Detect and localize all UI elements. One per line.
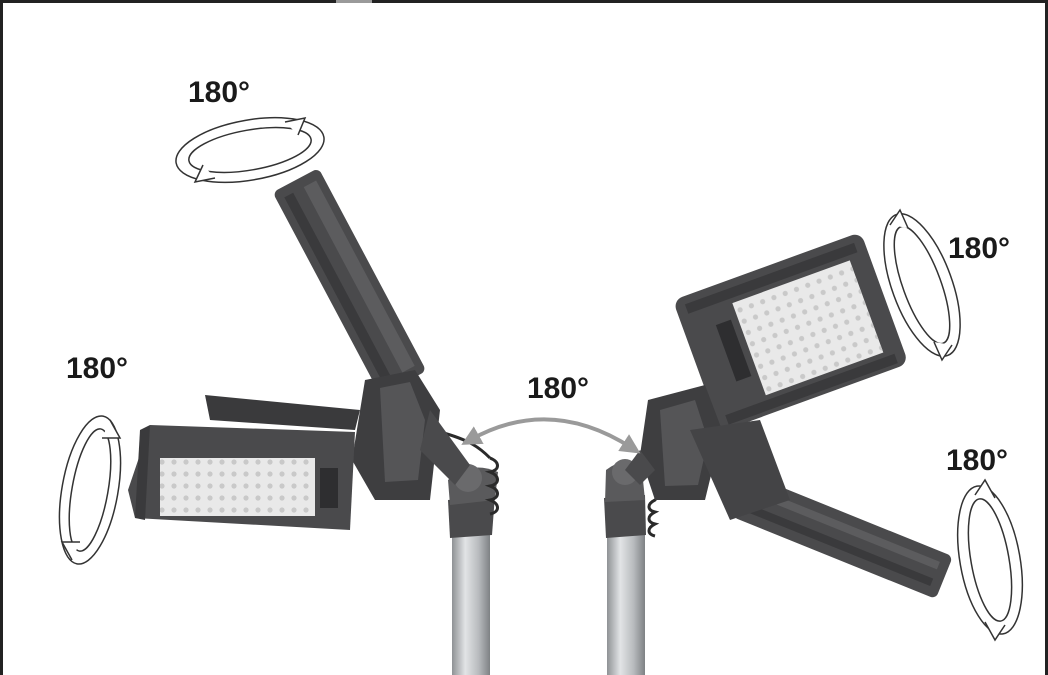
rotation-arrow-icon <box>175 116 325 184</box>
frame-tab <box>336 0 372 3</box>
left-pole <box>448 464 498 675</box>
rotation-arrow-icon <box>956 478 1024 642</box>
rotation-label-right-top: 180° <box>948 232 1011 265</box>
rotation-arrow-icon <box>883 208 961 362</box>
right-work-light <box>625 234 952 598</box>
rotation-arrow-icon <box>58 415 122 565</box>
rotation-label-left: 180° <box>66 352 129 385</box>
left-work-light <box>128 170 470 530</box>
swing-arrow-icon <box>461 417 641 454</box>
rotation-label-right-bottom: 180° <box>946 444 1009 477</box>
swing-label-center: 180° <box>527 372 590 405</box>
right-pole <box>604 459 646 675</box>
rotation-label-top-left: 180° <box>188 76 251 109</box>
